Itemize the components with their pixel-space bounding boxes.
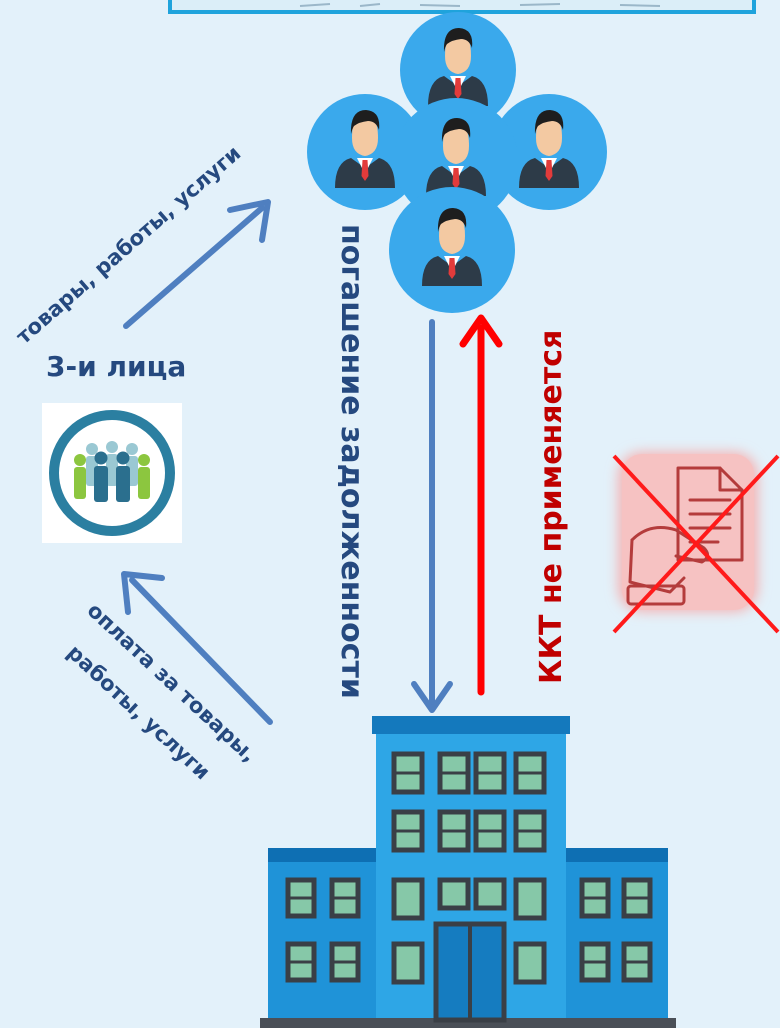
crossed-receipt-icon <box>612 452 780 634</box>
arrow-payment-to-third-parties <box>121 571 273 725</box>
arrow-debt-repayment <box>411 319 453 713</box>
top-banner <box>168 0 756 14</box>
kkt-not-applied-label: ККТ не применяется <box>534 330 569 684</box>
third-parties-group-icon <box>42 403 182 543</box>
customer-circle-left <box>307 94 423 210</box>
debt-repayment-label: погашение задолженности <box>334 224 369 699</box>
arrow-goods-to-customers <box>123 199 271 329</box>
arrow-kkt-red <box>459 314 503 696</box>
payment-label: оплата за товары, работы, услуги <box>63 598 262 784</box>
customer-circle-top <box>400 12 516 128</box>
customer-circle-right <box>491 94 607 210</box>
customer-circle-bottom <box>389 187 515 313</box>
office-building-icon <box>260 716 676 1028</box>
goods-services-label: товары, работы, услуги <box>12 141 246 349</box>
third-parties-label: 3-и лица <box>46 350 186 383</box>
customer-circle-center <box>394 98 518 222</box>
customers-group-icon <box>307 12 607 313</box>
